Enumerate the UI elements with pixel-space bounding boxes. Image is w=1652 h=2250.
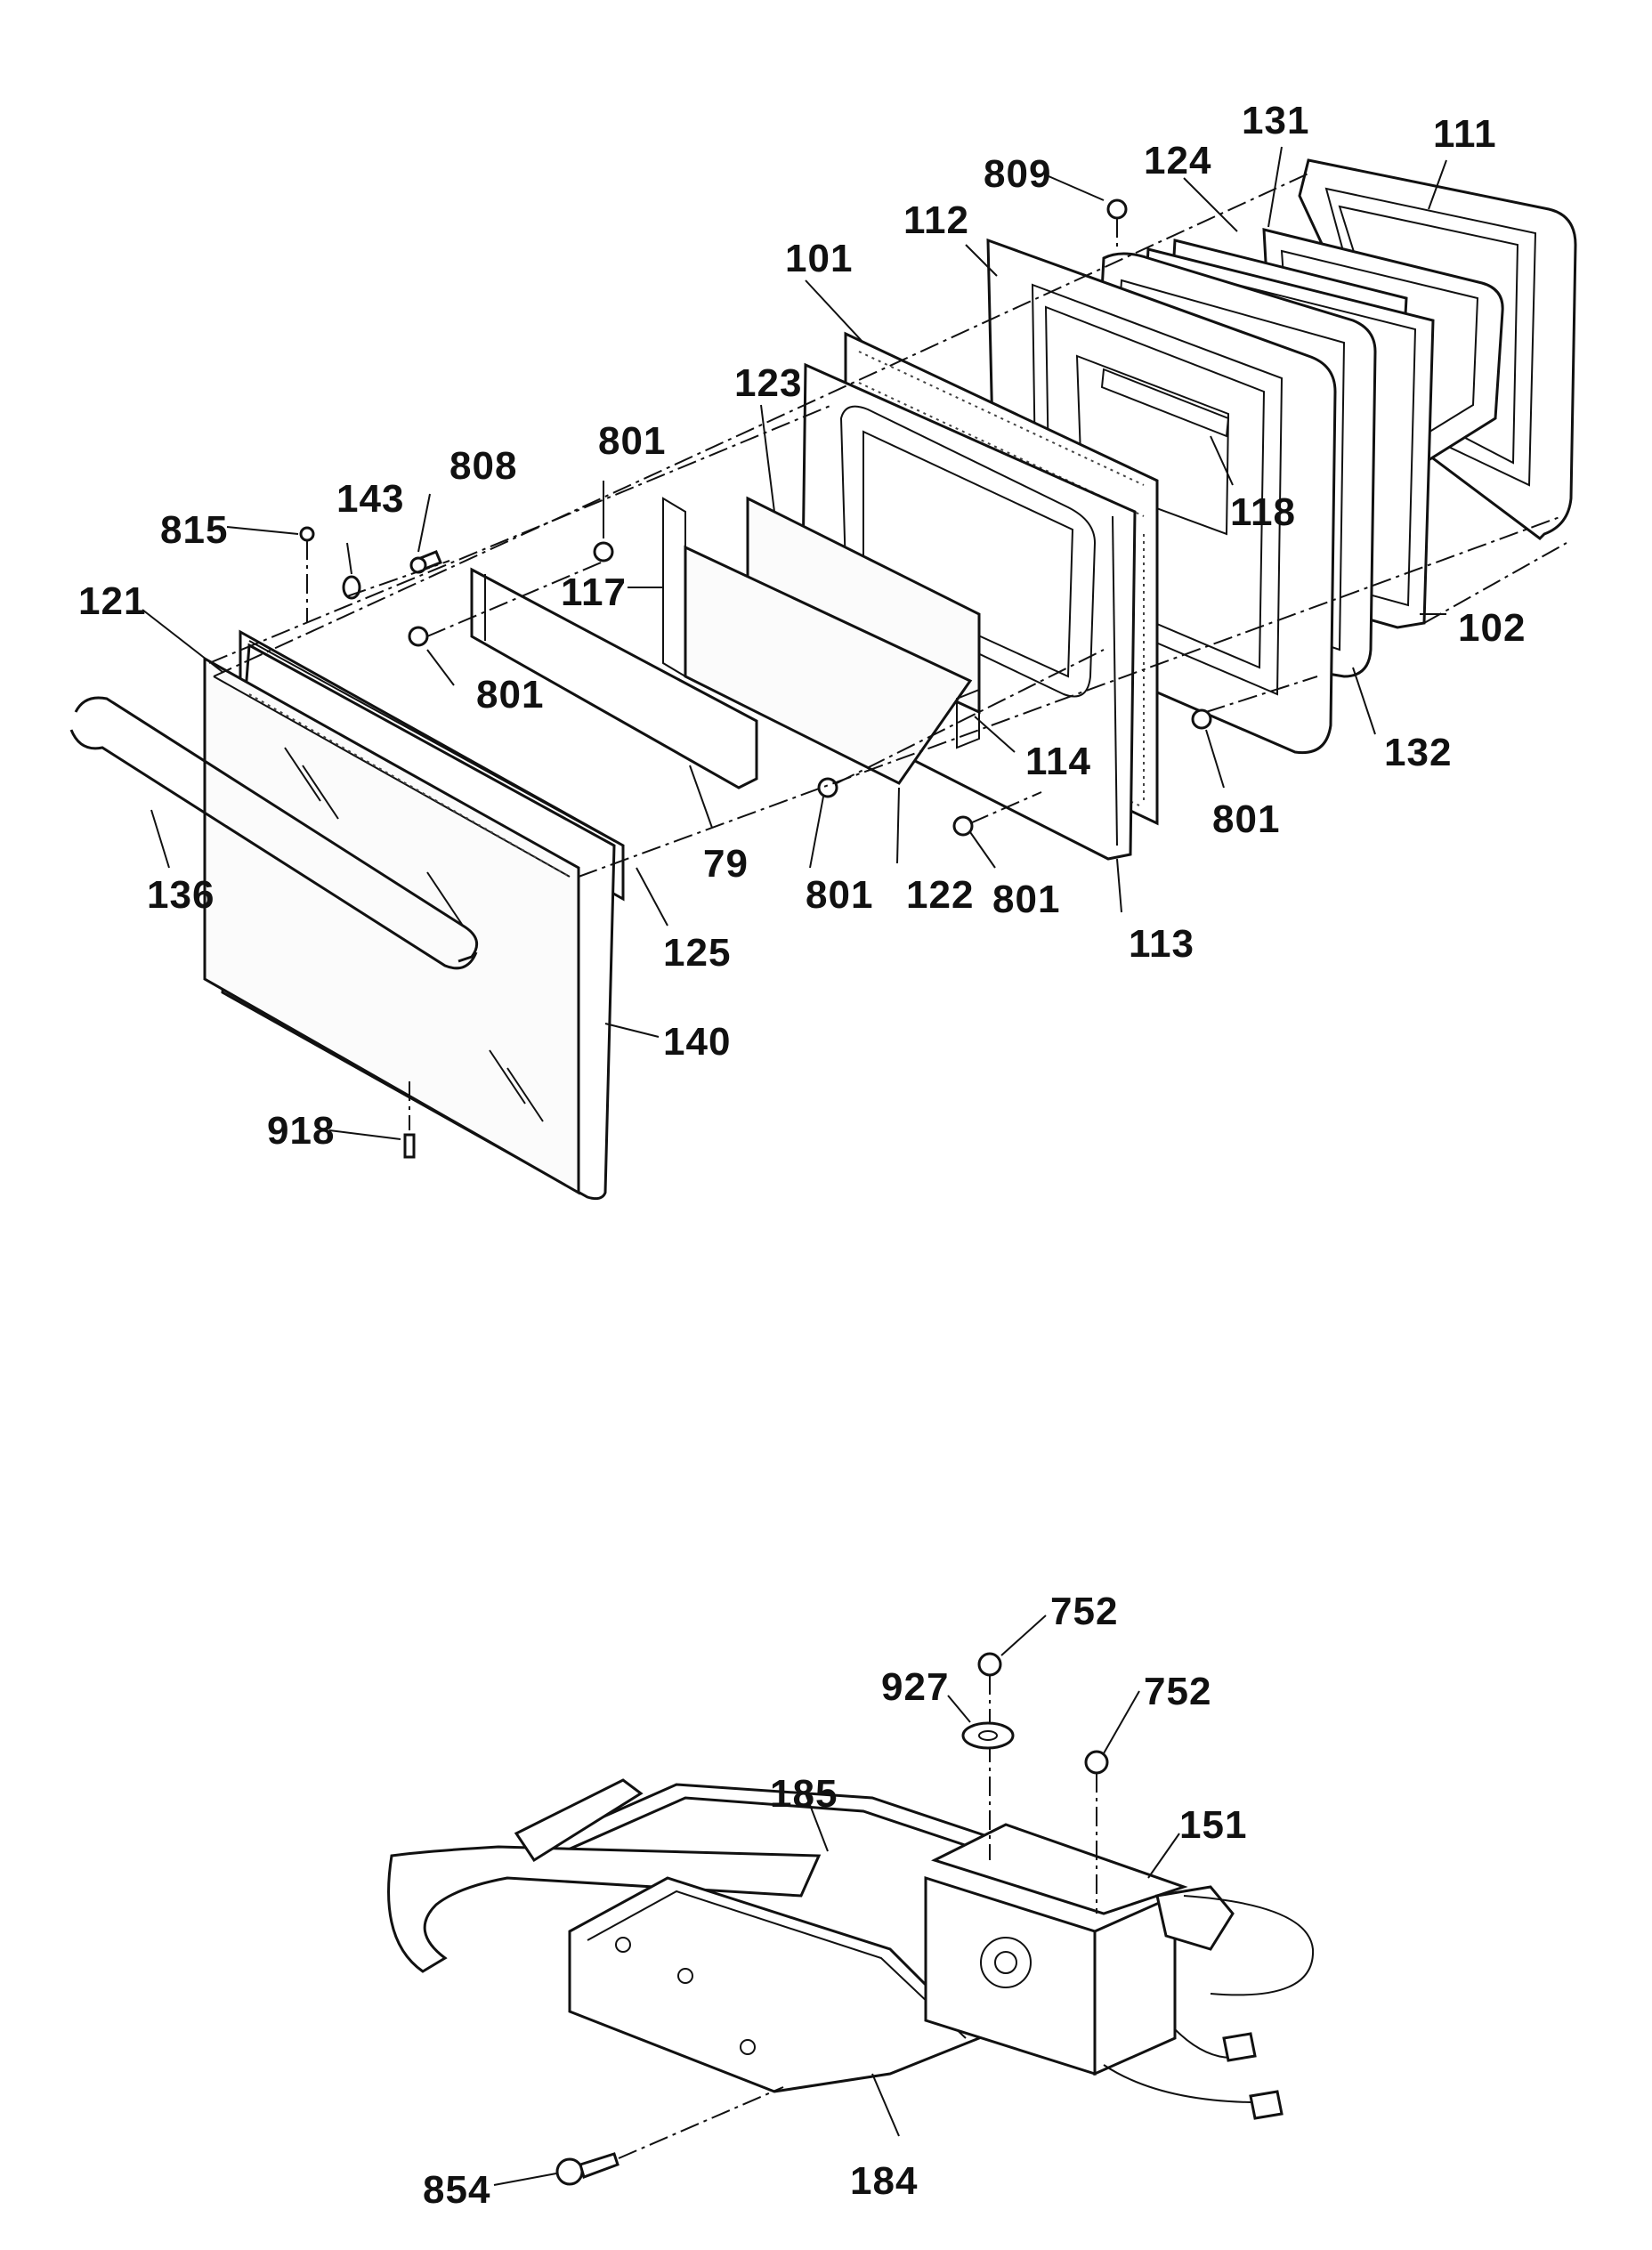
label-815: 815 xyxy=(160,508,228,552)
label-140: 140 xyxy=(663,1020,731,1064)
screw-801-e xyxy=(952,815,974,837)
screw-801-b xyxy=(408,626,429,647)
part-114-retainer xyxy=(956,688,980,749)
screws xyxy=(299,198,1212,1159)
door-lock-assembly xyxy=(387,1615,1315,2186)
part-118-bracket xyxy=(1100,368,1230,438)
screw-752-b xyxy=(1084,1750,1109,1914)
screw-815 xyxy=(299,526,315,623)
label-125: 125 xyxy=(663,931,731,975)
lower-screws xyxy=(555,1652,1109,2186)
label-185: 185 xyxy=(770,1772,838,1816)
label-101: 101 xyxy=(785,237,853,280)
label-122: 122 xyxy=(906,873,974,917)
screw-918 xyxy=(403,1081,416,1159)
screw-801-c xyxy=(1191,708,1212,730)
label-102: 102 xyxy=(1458,606,1526,650)
label-121: 121 xyxy=(78,579,146,623)
part-136-handle xyxy=(69,696,479,970)
label-111: 111 xyxy=(1433,112,1497,156)
label-131: 131 xyxy=(1242,99,1309,142)
washer-927 xyxy=(961,1721,1015,1750)
label-808: 808 xyxy=(449,444,517,488)
label-118: 118 xyxy=(1230,490,1296,534)
label-112: 112 xyxy=(903,198,969,242)
part-labels: 809 111 131 124 112 101 123 801 808 143 … xyxy=(78,99,1526,2212)
screw-809 xyxy=(1106,198,1128,249)
label-801-right: 801 xyxy=(1212,797,1280,841)
label-801-br: 801 xyxy=(992,878,1060,921)
label-927: 927 xyxy=(881,1665,949,1709)
part-184-bracket xyxy=(568,1876,982,2093)
part-79-baffle xyxy=(470,567,758,789)
oven-door-assembly xyxy=(69,146,1577,1201)
part-151-motor xyxy=(924,1823,1315,2120)
label-801-mid: 801 xyxy=(476,673,544,716)
label-809: 809 xyxy=(984,152,1051,196)
label-801-bl: 801 xyxy=(806,873,873,917)
leader-lines xyxy=(142,146,1447,1140)
label-801-top: 801 xyxy=(598,419,666,463)
label-184: 184 xyxy=(850,2159,918,2203)
part-117-clip xyxy=(662,497,686,678)
label-752-right: 752 xyxy=(1144,1670,1211,1713)
screw-801-d xyxy=(817,777,838,798)
label-124: 124 xyxy=(1144,139,1211,182)
label-136: 136 xyxy=(147,873,215,917)
screw-752-a xyxy=(977,1652,1002,1860)
label-151: 151 xyxy=(1179,1803,1247,1847)
screw-801-a xyxy=(593,541,614,562)
screw-854 xyxy=(555,2086,784,2186)
label-123: 123 xyxy=(734,361,802,405)
label-854: 854 xyxy=(423,2168,490,2212)
label-918: 918 xyxy=(267,1109,335,1153)
label-113: 113 xyxy=(1129,922,1194,966)
label-132: 132 xyxy=(1384,731,1452,774)
alignment-lines xyxy=(208,173,1567,878)
label-117: 117 xyxy=(561,571,627,614)
label-143: 143 xyxy=(336,477,404,521)
label-752-top: 752 xyxy=(1050,1590,1118,1633)
label-114: 114 xyxy=(1025,740,1091,783)
part-hook-arm xyxy=(387,1778,822,1973)
lower-leader-lines xyxy=(493,1615,1180,2186)
label-79: 79 xyxy=(703,842,749,886)
part-140-outer-glass xyxy=(203,643,616,1201)
